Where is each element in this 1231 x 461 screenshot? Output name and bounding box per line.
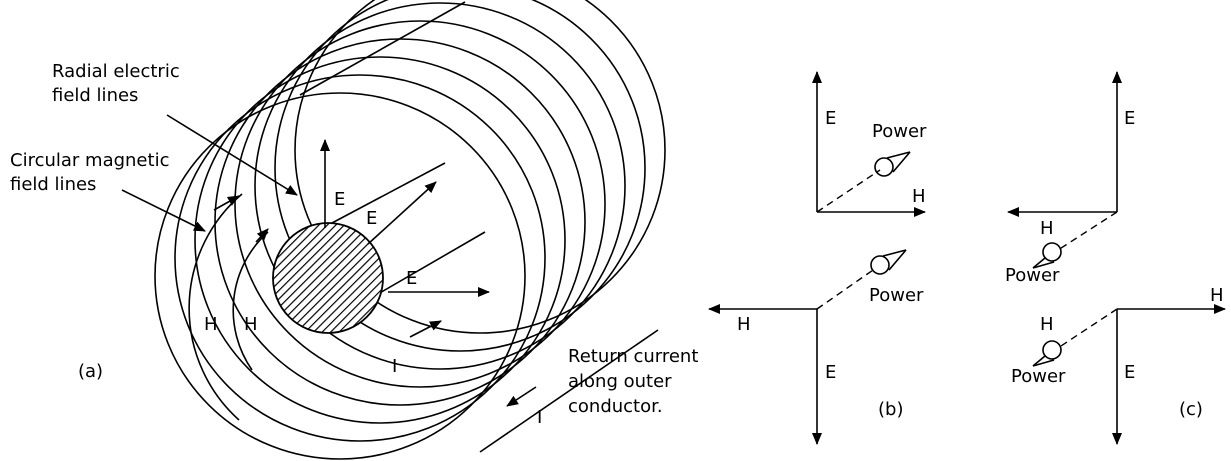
electric-arrow-diagonal [367,181,437,245]
ring-7 [274,0,646,352]
cable-top-edge [299,1,466,96]
b-top-power-label: Power [872,121,927,142]
c-bottom-h-label: H [1040,314,1054,335]
c-bottom-e-label: E [1124,362,1135,383]
e-label-up: E [334,189,345,210]
callout-electric-line1: Radial electric [52,61,180,82]
return-current-arrow [506,386,537,407]
magnetic-arrow-outer [213,195,240,211]
b-bottom-power-cone-icon [870,249,907,275]
c-bottom-power-cone-icon [1032,340,1062,367]
c-top-h-label: H [1040,218,1054,239]
b-top-power-cone-icon [874,151,911,177]
current-arrow-inner [409,320,442,338]
panel-b-label: (b) [878,399,903,420]
c-bottom-power-line [1057,308,1118,349]
b-bottom-h-label: H [737,314,751,335]
c-top-power-cone-icon [1032,242,1062,269]
h-label-inner: H [244,314,258,335]
callout-electric-line2: field lines [52,85,138,106]
magnetic-field-arc-inner [232,231,269,371]
ring-6 [254,2,626,370]
magnetic-field-arc-outer [188,193,243,421]
callout-magnetic-line2: field lines [10,174,96,195]
panel-b: E Power H Power H E (b) [708,71,927,445]
ring-2 [174,74,546,442]
c-bottom-h-label-right: H [1210,285,1224,306]
ring-3 [194,56,566,424]
ring-1 [154,92,526,460]
ring-4 [214,38,586,406]
c-bottom-power-label: Power [1011,366,1066,387]
c-top-power-line [1057,211,1118,251]
callout-magnetic-line1: Circular magnetic [10,150,169,171]
c-top-e-label: E [1124,108,1135,129]
panel-a-label: (a) [78,361,103,382]
e-label-diagonal: E [366,208,377,229]
b-bottom-power-label: Power [869,285,924,306]
cable-bottom-edge [479,329,659,453]
panel-c: E H Power H H Power E (c) [1005,71,1226,445]
panel-a-labels: Radial electric field lines Circular mag… [10,61,698,428]
callout-magnetic-arrow [121,189,206,232]
b-top-e-label: E [825,108,836,129]
return-current-line3: conductor. [568,396,663,417]
magnetic-arrow-inner [255,228,269,243]
current-label-inner: I [392,356,397,377]
coax-cable [121,0,666,460]
panel-c-label: (c) [1179,399,1203,420]
current-label-return: I [537,407,542,428]
b-bottom-power-line [816,267,877,310]
return-current-line1: Return current [568,346,698,367]
e-label-right: E [406,268,417,289]
callout-electric-arrow [166,114,298,196]
b-top-h-label: H [912,186,926,207]
h-label-outer: H [204,314,218,335]
b-top-power-line [816,169,881,213]
b-bottom-e-label: E [825,362,836,383]
ring-8 [294,0,666,334]
return-current-line2: along outer [568,371,672,392]
c-top-power-label: Power [1005,265,1060,286]
inner-conductor [272,222,384,334]
